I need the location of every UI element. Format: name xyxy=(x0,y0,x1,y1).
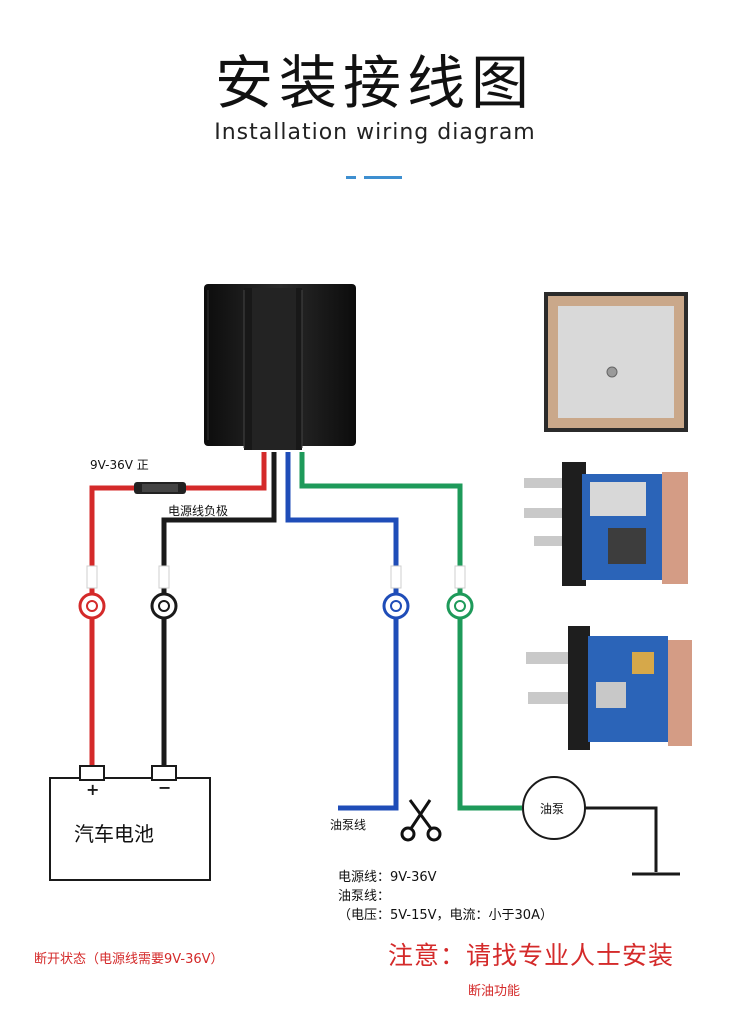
spec-power-line: 电源线：9V-36V xyxy=(338,870,437,885)
pump-wire-label: 油泵线 xyxy=(330,818,367,832)
page-title-en: Installation wiring diagram xyxy=(214,120,536,145)
car-battery xyxy=(49,765,211,881)
title-accent-right xyxy=(364,176,402,179)
tracker-device xyxy=(204,284,356,450)
spec-pump-detail: （电压：5V-15V，电流：小于30A） xyxy=(338,908,553,923)
red-wire xyxy=(89,452,267,768)
scissors-icon xyxy=(400,799,442,842)
page-title-zh: 安装接线图 xyxy=(214,49,535,117)
pump-label: 油泵 xyxy=(540,802,565,816)
battery-label: 汽车电池 xyxy=(74,822,154,846)
function-note: 断油功能 xyxy=(468,984,521,999)
spec-pump-line: 油泵线： xyxy=(338,889,391,904)
green-wire xyxy=(299,452,522,811)
board-bottom-photo xyxy=(526,626,692,750)
title-accent-left xyxy=(346,176,356,179)
wire-sleeves xyxy=(86,565,466,589)
state-note: 断开状态（电源线需要9V-36V） xyxy=(34,952,224,967)
blue-wire xyxy=(285,452,399,811)
board-top-photo xyxy=(524,462,688,586)
ring-connectors xyxy=(78,592,474,620)
negative-label: 电源线负极 xyxy=(168,504,229,518)
positive-label: 9V-36V 正 xyxy=(90,458,149,472)
spec-block: 电源线：9V-36V 油泵线： （电压：5V-15V，电流：小于30A） xyxy=(338,868,553,925)
battery-plus: + xyxy=(86,780,100,799)
gps-antenna-photo xyxy=(544,292,688,432)
battery-minus: − xyxy=(158,778,172,797)
fuse-icon xyxy=(134,482,186,494)
black-wire xyxy=(161,452,277,768)
notice-text: 注意：请找专业人士安装 xyxy=(388,941,675,970)
ground-wire xyxy=(585,806,658,872)
